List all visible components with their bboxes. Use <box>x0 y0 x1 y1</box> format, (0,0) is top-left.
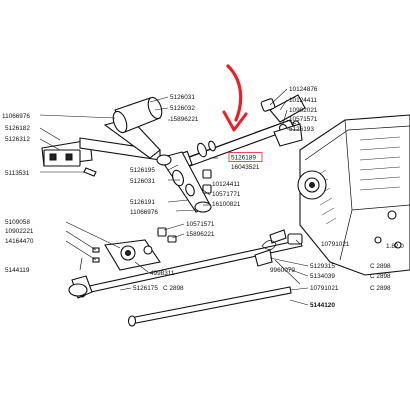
label-11066976-bottom: 11066976 <box>130 209 158 216</box>
label-5144119: 5144119 <box>5 267 30 274</box>
label-5126195: 5126195 <box>130 167 155 174</box>
label-c2898-b: C 2898 <box>370 273 391 280</box>
label-c2898-c: C 2898 <box>163 285 184 292</box>
label-5126031-top: 5126031 <box>170 94 195 101</box>
gearbox-housing <box>297 114 410 276</box>
label-5126175: 5126175 <box>133 285 158 292</box>
label-10571571-mid: 10571571 <box>186 221 215 228</box>
label-16043521: 16043521 <box>231 164 260 171</box>
label-4998311: 4998311 <box>150 270 175 277</box>
leader-lines <box>39 88 309 306</box>
label-5109058: 5109058 <box>5 219 30 226</box>
label-10902021: 10902021 <box>289 107 318 114</box>
middle-link <box>92 227 177 271</box>
label-5134039: 5134039 <box>310 273 335 280</box>
label-10791021-top: 10791021 <box>321 241 350 248</box>
label-5126189: 5126189 <box>231 155 256 162</box>
label-5126312: 5126312 <box>5 136 30 143</box>
label-c2898-a: C 2898 <box>370 263 391 270</box>
label-5129315: 5129315 <box>310 263 335 270</box>
label-10124876: 10124876 <box>289 86 318 93</box>
label-10571771: 10571771 <box>212 191 241 198</box>
label-5126032: 5126032 <box>170 105 195 112</box>
highlight-box <box>228 152 263 162</box>
label-9960079: 9960079 <box>270 267 295 274</box>
label-15896221-top: 15896221 <box>170 116 199 123</box>
label-14164470: 14164470 <box>5 238 34 245</box>
label-c2898-d: C 2898 <box>370 285 391 292</box>
label-5113531: 5113531 <box>5 170 30 177</box>
part-labels: 10124876 10124411 10902021 10571571 5126… <box>2 86 404 309</box>
left-lever-assembly <box>41 96 212 213</box>
label-5126193: 5126193 <box>289 126 314 133</box>
label-5144120: 5144120 <box>310 302 335 309</box>
label-5126191: 5126191 <box>130 199 155 206</box>
lower-rods <box>68 229 303 327</box>
label-10791021-bottom: 10791021 <box>310 285 339 292</box>
label-1-82-0: 1.82.0 <box>386 243 404 250</box>
label-15896221-mid: 15896221 <box>186 231 215 238</box>
label-10124411-top: 10124411 <box>289 97 317 104</box>
label-16100821: 16100821 <box>212 201 241 208</box>
red-arrow-icon <box>222 64 248 132</box>
label-10902221: 10902221 <box>5 228 34 235</box>
label-5126182: 5126182 <box>5 125 30 132</box>
label-5126031-bottom: 5126031 <box>130 178 155 185</box>
label-10571571-top: 10571571 <box>289 116 318 123</box>
label-10124411-mid: 10124411 <box>212 181 240 188</box>
label-11066976-top: 11066976 <box>2 113 30 120</box>
